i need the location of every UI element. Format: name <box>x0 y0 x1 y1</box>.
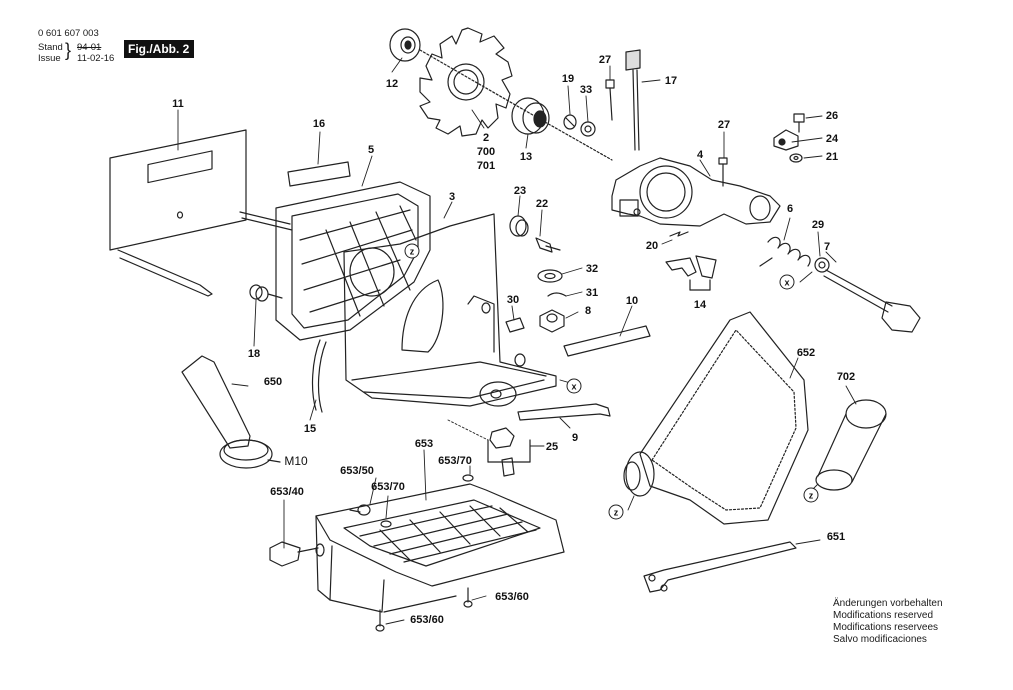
callout-652: 652 <box>797 347 815 359</box>
auxiliary-handle-drawing <box>181 355 281 469</box>
plate-screws-drawing <box>349 474 474 632</box>
callout-6: 6 <box>787 203 793 215</box>
adapter-drawing <box>815 399 887 491</box>
thread-size-label: M10 <box>284 454 308 468</box>
note-fr: Modifications reservees <box>833 622 939 633</box>
callout-27-right: 27 <box>718 119 730 131</box>
callout-20: 20 <box>646 240 658 252</box>
callout-701: 701 <box>477 160 495 172</box>
callout-19: 19 <box>562 73 574 85</box>
callout-17: 17 <box>665 75 677 87</box>
callout-8: 8 <box>585 305 591 317</box>
modification-notes: Änderungen vorbehalten Modifications res… <box>833 598 943 646</box>
callout-650: 650 <box>264 376 282 388</box>
callout-653-40: 653/40 <box>270 486 304 498</box>
pin-spanner-drawing <box>643 541 797 593</box>
callout-31: 31 <box>586 287 598 299</box>
strip-drawing <box>563 325 651 357</box>
marker-z-2: z <box>614 508 619 518</box>
issue-label: Issue <box>38 53 61 64</box>
note-en: Modifications reserved <box>833 610 934 621</box>
callout-16: 16 <box>313 118 325 130</box>
screws-drawing <box>605 49 641 151</box>
callout-700: 700 <box>477 146 495 158</box>
callout-702: 702 <box>837 371 855 383</box>
dust-bag-drawing <box>623 311 809 525</box>
figure-label: Fig./Abb. 2 <box>124 40 195 58</box>
callout-13: 13 <box>520 151 532 163</box>
stop-parts-drawing <box>487 427 531 477</box>
callout-2: 2 <box>483 132 489 144</box>
callout-33: 33 <box>580 84 592 96</box>
callout-26: 26 <box>826 110 838 122</box>
marker-x-1: x <box>571 382 576 392</box>
callout-25: 25 <box>546 441 558 453</box>
callout-653-60-right: 653/60 <box>495 591 529 603</box>
callout-21: 21 <box>826 151 838 163</box>
hex-key-drawing <box>517 403 611 421</box>
callout-11: 11 <box>172 98 184 110</box>
note-es: Salvo modificaciones <box>833 634 927 645</box>
chip-guard-drawing <box>249 181 431 341</box>
base-frame-drawing <box>343 213 557 407</box>
callout-653: 653 <box>415 438 433 450</box>
callout-18: 18 <box>248 348 260 360</box>
callout-651: 651 <box>827 531 845 543</box>
callout-653-70-right: 653/70 <box>438 455 472 467</box>
rubber-tube-drawing <box>311 339 327 413</box>
callout-14: 14 <box>694 299 707 311</box>
small-parts-drawing <box>505 215 567 333</box>
callout-22: 22 <box>536 198 548 210</box>
callout-653-70-left: 653/70 <box>371 481 405 493</box>
groove-cutter-blade-drawing <box>419 27 539 137</box>
callout-32: 32 <box>586 263 598 275</box>
housing-drawing <box>611 157 781 227</box>
marker-z-3: z <box>809 491 814 501</box>
part-number: 0 601 607 003 <box>38 28 99 39</box>
flange-nut-drawing <box>389 28 421 62</box>
stand-value: 94-01 <box>77 42 102 53</box>
brace-icon: } <box>65 40 72 60</box>
clip-drawing <box>665 231 717 291</box>
issue-value: 11-02-16 <box>77 53 115 64</box>
parallel-guide-drawing <box>109 129 293 297</box>
leader-lines <box>177 57 857 625</box>
spring-knob-drawing <box>759 236 921 333</box>
clamp-parts-drawing <box>718 113 805 187</box>
callout-3: 3 <box>449 191 455 203</box>
callout-7: 7 <box>824 241 830 253</box>
callout-24: 24 <box>826 133 839 145</box>
callout-10: 10 <box>626 295 638 307</box>
callout-27-upper: 27 <box>599 54 611 66</box>
support-plate-drawing <box>269 483 565 613</box>
callout-5: 5 <box>368 144 374 156</box>
callout-4: 4 <box>697 149 704 161</box>
callout-9: 9 <box>572 432 578 444</box>
marker-x-2: x <box>784 278 789 288</box>
callout-29: 29 <box>812 219 824 231</box>
callout-653-60-left: 653/60 <box>410 614 444 626</box>
stand-label: Stand <box>38 42 63 53</box>
reference-markers <box>404 243 819 520</box>
callout-653-50: 653/50 <box>340 465 374 477</box>
callout-15: 15 <box>304 423 316 435</box>
callout-30: 30 <box>507 294 519 306</box>
callout-12: 12 <box>386 78 398 90</box>
callout-23: 23 <box>514 185 526 197</box>
label-strip-drawing <box>287 161 351 187</box>
marker-z-1: z <box>410 247 415 257</box>
washers-drawing <box>563 114 596 137</box>
note-de: Änderungen vorbehalten <box>833 598 943 609</box>
